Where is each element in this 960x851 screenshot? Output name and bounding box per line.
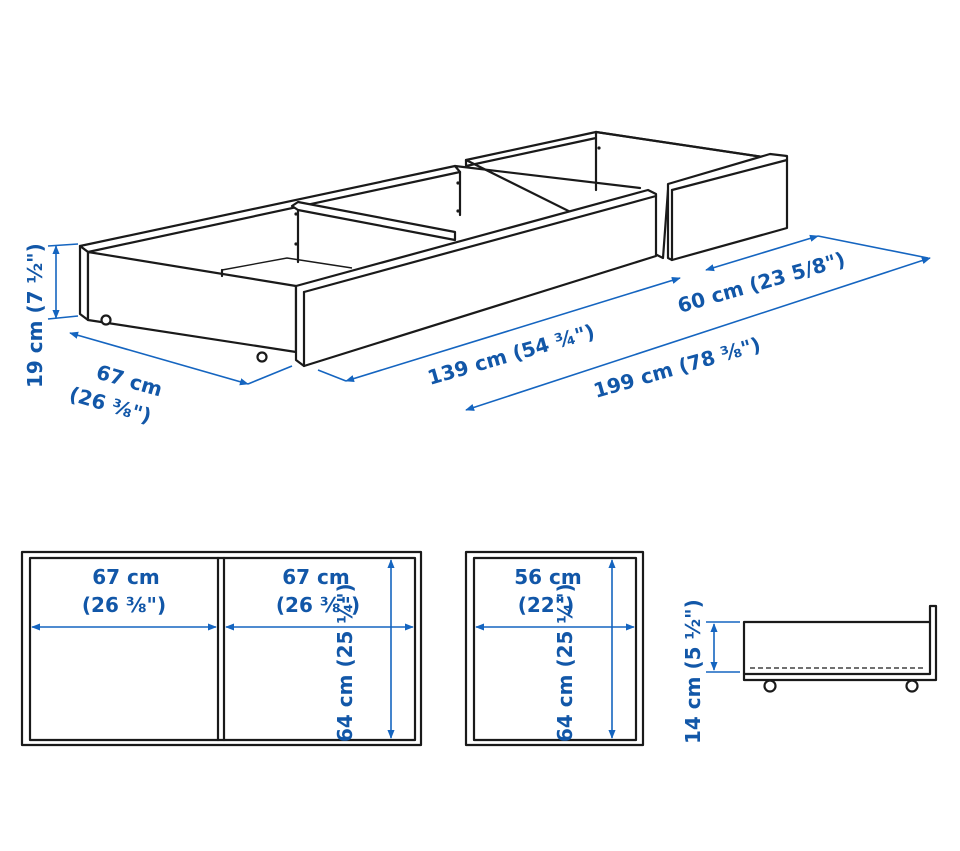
side-view: 14 cm (5 ½")	[681, 599, 938, 744]
caster-icon	[905, 679, 919, 693]
screw-icon	[597, 146, 601, 150]
length-total-label: 199 cm (78 ⅜")	[591, 332, 764, 403]
right-compartment-width-cm: 67 cm	[282, 565, 350, 589]
right-compartment-width-in: (26 ⅜")	[276, 593, 360, 617]
left-compartment-width-cm: 67 cm	[92, 565, 160, 589]
caster-icon	[256, 351, 268, 363]
large-depth-label: 64 cm (25 ¼")	[333, 583, 357, 742]
drawer-length-label: 60 cm (23 5/8")	[675, 247, 848, 318]
side-height-label: 14 cm (5 ½")	[681, 599, 705, 744]
small-width-in: (22")	[518, 593, 575, 617]
small-depth-label: 64 cm (25 ¼")	[553, 583, 577, 742]
small-width-cm: 56 cm	[514, 565, 582, 589]
caster-icon	[763, 679, 777, 693]
caster-icon	[100, 314, 112, 326]
large-drawer-top-view: 67 cm (26 ⅜") 67 cm (26 ⅜") 64 cm (25 ¼"…	[20, 550, 423, 747]
small-drawer-top-view: 56 cm (22") 64 cm (25 ¼")	[464, 550, 645, 747]
small-drawer-iso	[464, 130, 789, 262]
left-compartment-width-in: (26 ⅜")	[82, 593, 166, 617]
height-label: 19 cm (7 ½")	[23, 243, 47, 388]
